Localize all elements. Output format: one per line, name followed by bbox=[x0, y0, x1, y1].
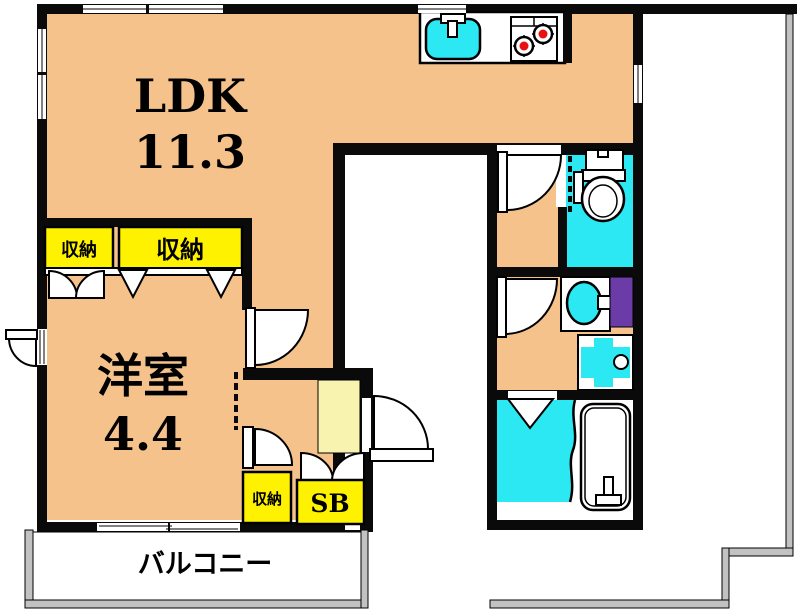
corridor-door-icon bbox=[497, 151, 563, 213]
washroom-door-icon bbox=[496, 276, 559, 338]
storage-column bbox=[609, 276, 634, 328]
entry-nook bbox=[234, 372, 366, 526]
shoe-box-label: SB bbox=[310, 489, 349, 518]
western-room-area-label: 4.4 bbox=[103, 407, 183, 461]
ldk-top-window-icon bbox=[83, 5, 223, 13]
bathroom bbox=[497, 398, 633, 520]
entry-storage-door-icon bbox=[242, 426, 294, 469]
ldk-label: LDK bbox=[134, 69, 248, 123]
building-outline bbox=[489, 13, 794, 609]
western-room-label: 洋室 bbox=[97, 349, 189, 403]
closet-wall bbox=[37, 218, 252, 310]
washing-machine-pan-icon bbox=[577, 334, 634, 391]
storage-left-label: 収納 bbox=[61, 239, 97, 261]
storage-entry-label: 収納 bbox=[252, 490, 282, 508]
right-wall-window-icon bbox=[634, 65, 642, 103]
ldk-south-wall bbox=[333, 143, 643, 155]
genkan-floor bbox=[317, 379, 361, 454]
toilet-icon bbox=[573, 149, 626, 223]
washroom bbox=[487, 276, 634, 400]
shoe-box bbox=[295, 478, 366, 526]
entrance-door-icon bbox=[362, 394, 434, 462]
closet-folding-door-icon bbox=[117, 269, 149, 300]
balcony-label: バルコニー bbox=[138, 549, 272, 580]
washbasin-icon bbox=[560, 276, 614, 332]
storage-wide-label: 収納 bbox=[156, 235, 204, 264]
toilet-doorway-dashes bbox=[568, 156, 572, 212]
balcony bbox=[24, 529, 369, 609]
storage-wide-box bbox=[117, 225, 244, 271]
ldk-left-window-icon bbox=[38, 29, 46, 119]
balcony-window-icon bbox=[97, 523, 240, 531]
bathtub-icon bbox=[579, 402, 632, 512]
bath-folding-door-icon bbox=[505, 398, 556, 430]
stove-icon bbox=[510, 16, 558, 62]
kitchen bbox=[418, 10, 572, 65]
storage-entry-box bbox=[241, 470, 293, 525]
ldk-area-label: 11.3 bbox=[134, 125, 246, 179]
windows bbox=[38, 5, 642, 531]
left-exterior-door-icon bbox=[5, 329, 47, 368]
western-room-door-icon bbox=[245, 307, 310, 369]
closet-row bbox=[43, 225, 244, 300]
open-boundary-dashes bbox=[234, 372, 238, 430]
kitchen-window-icon bbox=[418, 5, 466, 13]
toilet-room bbox=[497, 149, 633, 277]
